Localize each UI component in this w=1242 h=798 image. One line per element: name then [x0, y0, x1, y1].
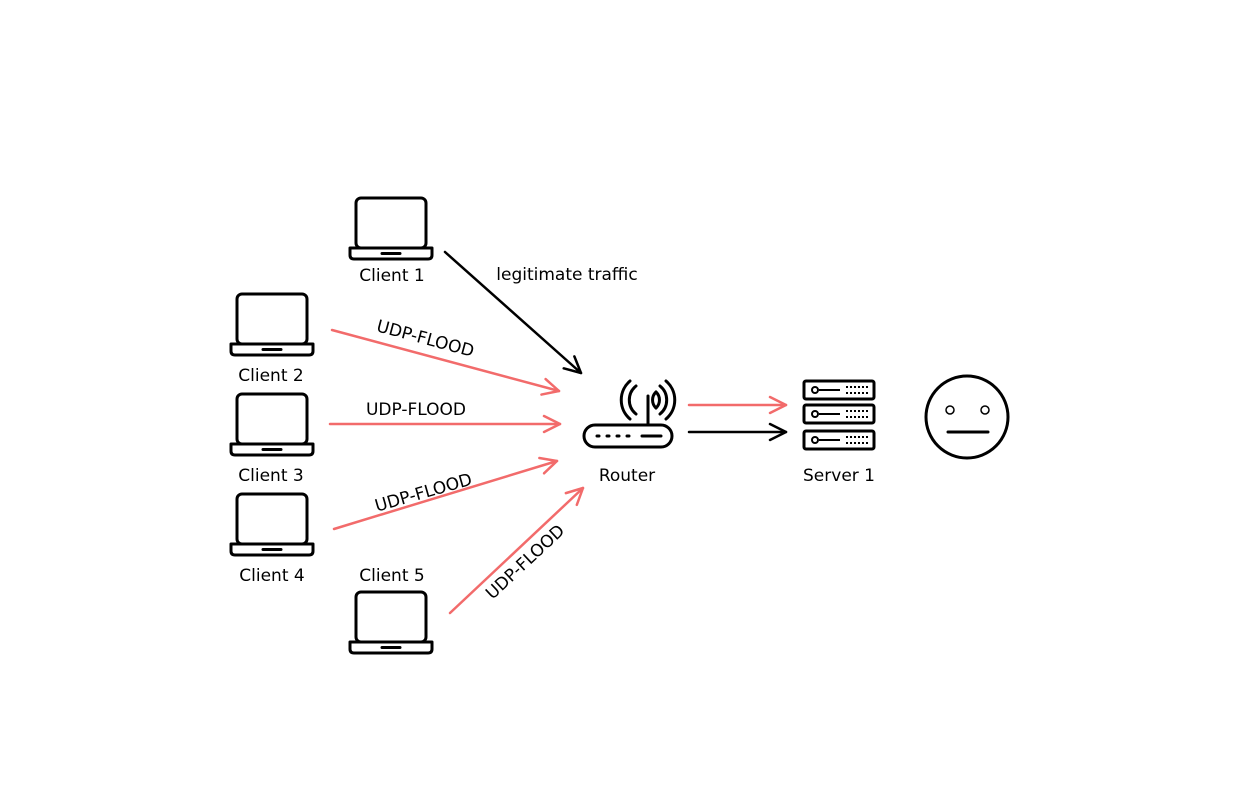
client-1-label: Client 1: [359, 266, 424, 286]
udp-flood-arrow-client-2: [330, 328, 561, 396]
client-1-laptop-icon: [348, 196, 434, 261]
udp-flood-arrow-client-5: [448, 486, 585, 615]
client-5-label: Client 5: [359, 566, 424, 586]
router-icon: [582, 379, 677, 449]
legitimate-traffic-arrow: [443, 250, 583, 375]
udp-flood-label-client-5: UDP-FLOOD: [482, 521, 569, 604]
neutral-face-icon: [924, 374, 1010, 460]
router-label: Router: [599, 466, 655, 486]
client-2-laptop-icon: [229, 292, 315, 357]
udp-flood-arrow-client-4: [332, 456, 559, 531]
client-4-label: Client 4: [239, 566, 304, 586]
client-5-laptop-icon: [348, 590, 434, 655]
client-4-laptop-icon: [229, 492, 315, 557]
udp-flood-label-client-3: UDP-FLOOD: [366, 400, 466, 420]
udp-flood-label-client-4: UDP-FLOOD: [373, 470, 475, 517]
client-3-label: Client 3: [238, 466, 303, 486]
client-2-label: Client 2: [238, 366, 303, 386]
legitimate-traffic-label: legitimate traffic: [496, 265, 637, 285]
server-rack-icon: [802, 379, 876, 451]
client-3-laptop-icon: [229, 392, 315, 457]
server-label: Server 1: [803, 466, 875, 486]
